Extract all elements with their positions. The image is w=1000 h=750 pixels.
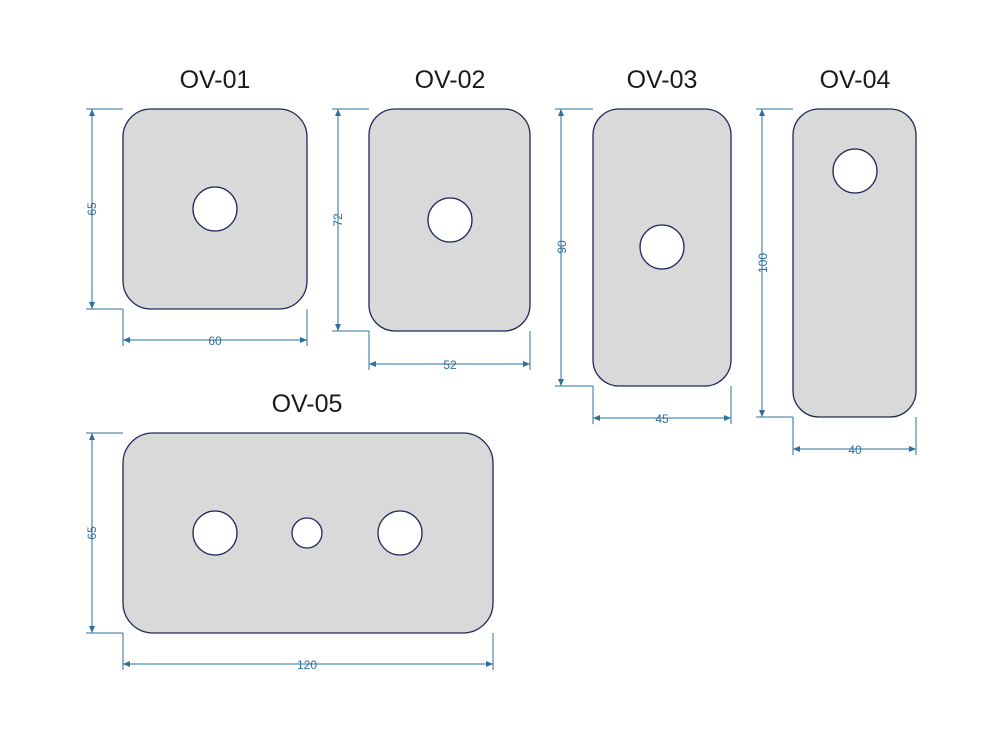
height-label: 65 xyxy=(85,202,99,216)
mounting-hole-right xyxy=(377,510,423,556)
part-ov-04: OV-04 100 40 xyxy=(756,66,917,457)
part-ov-05: OV-05 65 120 xyxy=(85,390,494,672)
mounting-hole-center xyxy=(291,517,323,549)
mounting-hole xyxy=(192,186,238,232)
height-dimension: 65 xyxy=(85,432,123,634)
part-title: OV-05 xyxy=(272,390,343,418)
width-label: 120 xyxy=(297,658,317,672)
mounting-hole xyxy=(427,197,473,243)
width-label: 60 xyxy=(208,334,222,348)
width-dimension: 120 xyxy=(122,633,494,672)
height-dimension: 100 xyxy=(756,108,793,418)
height-label: 100 xyxy=(756,253,770,273)
height-dimension: 65 xyxy=(85,108,123,310)
part-title: OV-02 xyxy=(415,66,486,94)
width-dimension: 60 xyxy=(122,309,308,348)
part-title: OV-03 xyxy=(627,66,698,94)
mounting-hole-left xyxy=(192,510,238,556)
width-label: 40 xyxy=(848,443,862,457)
height-dimension: 72 xyxy=(331,108,369,332)
part-title: OV-04 xyxy=(820,66,891,94)
width-label: 45 xyxy=(655,412,669,426)
height-label: 65 xyxy=(85,526,99,540)
width-dimension: 45 xyxy=(592,386,732,426)
height-label: 90 xyxy=(555,240,569,254)
part-ov-02: OV-02 72 52 xyxy=(331,66,531,372)
part-ov-01: OV-01 65 60 xyxy=(85,66,308,348)
width-dimension: 40 xyxy=(792,417,917,457)
height-dimension: 90 xyxy=(555,108,593,387)
mounting-hole xyxy=(639,224,685,270)
plate-outline xyxy=(792,108,917,418)
part-ov-03: OV-03 90 45 xyxy=(555,66,732,426)
width-label: 52 xyxy=(443,358,457,372)
part-title: OV-01 xyxy=(180,66,251,94)
height-label: 72 xyxy=(331,213,345,227)
mounting-hole xyxy=(832,148,878,194)
width-dimension: 52 xyxy=(368,331,531,372)
